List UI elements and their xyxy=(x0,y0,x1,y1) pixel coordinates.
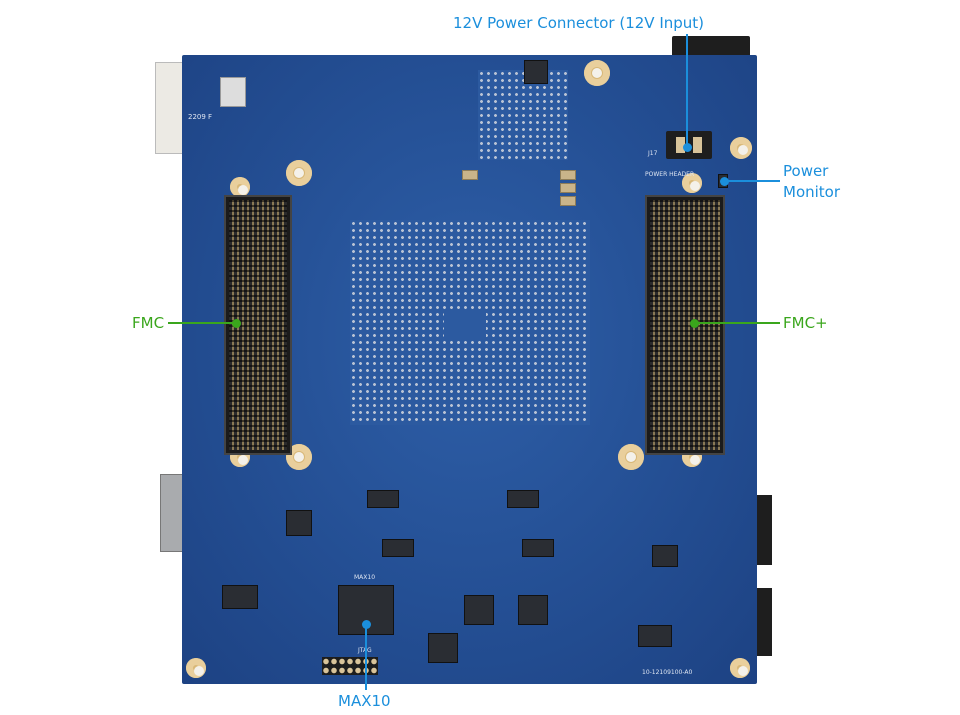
inductor xyxy=(518,595,548,625)
chip xyxy=(638,625,672,647)
capacitor xyxy=(560,183,576,193)
fmc-plus-callout: FMC+ xyxy=(783,314,828,332)
right-edge-connector-1 xyxy=(754,495,772,565)
mounting-hole xyxy=(230,177,250,197)
mounting-hole xyxy=(618,444,644,470)
chip xyxy=(507,490,539,508)
date-code: 2209 F xyxy=(188,113,213,121)
chip xyxy=(286,510,312,536)
chip xyxy=(652,545,678,567)
power-regulator-array xyxy=(478,70,568,160)
power-header-pin xyxy=(693,137,702,153)
power-header-label: POWER HEADER xyxy=(645,171,695,178)
max10-leader xyxy=(365,624,367,690)
mounting-hole xyxy=(286,444,312,470)
chip xyxy=(522,539,554,557)
power-connector-callout: 12V Power Connector (12V Input) xyxy=(453,14,705,32)
power-monitor-callout-2: Monitor xyxy=(783,183,841,201)
power-monitor-callout-1: Power xyxy=(783,162,829,180)
power-connector-leader xyxy=(686,34,688,147)
power-monitor-dot xyxy=(720,177,729,186)
pcb-board: POWER HEADER J17 2209 F MAX10 JTAG 10-12… xyxy=(182,55,757,684)
jtag-header xyxy=(322,657,378,675)
chip xyxy=(220,77,246,107)
mounting-hole xyxy=(730,658,750,678)
mounting-hole xyxy=(730,137,752,159)
left-grey-connector xyxy=(160,474,186,552)
chip xyxy=(524,60,548,84)
inductor xyxy=(464,595,494,625)
fmc-leader xyxy=(168,322,236,324)
fmc-plus-connector xyxy=(647,197,723,453)
max10-callout: MAX10 xyxy=(338,692,391,710)
mounting-hole xyxy=(584,60,610,86)
power-monitor-leader xyxy=(724,180,780,182)
capacitor xyxy=(560,170,576,180)
mounting-hole xyxy=(186,658,206,678)
max10-dot xyxy=(362,620,371,629)
fmc-plus-leader xyxy=(694,322,780,324)
right-edge-connector-2 xyxy=(754,588,772,656)
capacitor xyxy=(462,170,478,180)
capacitor xyxy=(560,196,576,206)
fmc-callout: FMC xyxy=(132,314,165,332)
j17-label: J17 xyxy=(648,150,658,157)
chip xyxy=(222,585,258,609)
chip xyxy=(428,633,458,663)
power-connector-dot xyxy=(683,143,692,152)
chip xyxy=(382,539,414,557)
chip xyxy=(367,490,399,508)
mounting-hole xyxy=(682,173,702,193)
power-header-pin xyxy=(676,137,685,153)
fpga-center xyxy=(444,310,486,340)
fmc-plus-dot xyxy=(690,319,699,328)
jtag-label: JTAG xyxy=(358,647,372,654)
max10-silk: MAX10 xyxy=(354,574,376,581)
fmc-dot xyxy=(232,319,241,328)
mounting-hole xyxy=(286,160,312,186)
part-number: 10-12109100-A0 xyxy=(642,669,693,676)
top-power-connector-body xyxy=(672,36,750,58)
